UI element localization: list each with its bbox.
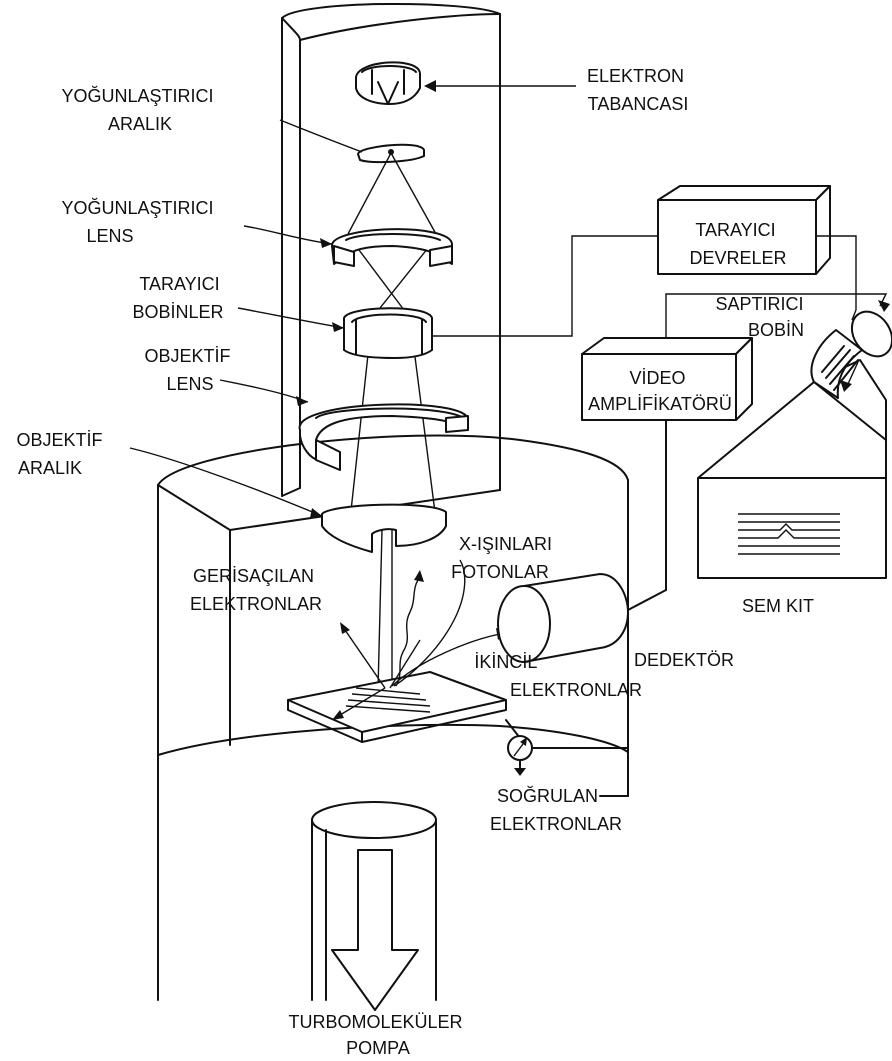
scan-coils xyxy=(344,308,432,358)
electron-gun xyxy=(356,62,420,104)
electron-gun-label: ELEKTRON TABANCASI xyxy=(587,66,689,114)
condenser-lens-label: YOĞUNLAŞTIRICI LENS xyxy=(61,197,218,246)
scan-coils-label: TARAYICI BOBİNLER xyxy=(132,274,224,322)
absorbed-electrons-label: SOĞRULAN ELEKTRONLAR xyxy=(490,785,622,834)
absorbed-current-meter xyxy=(506,720,628,796)
detector-label: DEDEKTÖR xyxy=(634,650,734,670)
sem-kit-label: SEM KIT xyxy=(742,596,814,616)
objective-aperture xyxy=(322,505,446,552)
xray-photons-label: X-IŞINLARI FOTONLAR xyxy=(451,534,557,582)
backscattered-label: GERİSAÇILAN ELEKTRONLAR xyxy=(190,566,322,614)
deflection-coil-label: SAPTIRICI BOBİN xyxy=(715,294,808,340)
condenser-lens xyxy=(332,229,452,266)
turbomolecular-pump xyxy=(312,802,436,1010)
objective-lens-label: OBJEKTİF LENS xyxy=(144,346,235,394)
secondary-electrons-label: İKİNCİL ELEKTRONLAR xyxy=(474,652,642,700)
condenser-aperture-label: YOĞUNLAŞTIRICI ARALIK xyxy=(61,85,218,134)
pump-label: TURBOMOLEKÜLER POMPA xyxy=(288,1012,467,1058)
objective-aperture-label: OBJEKTİF ARALIK xyxy=(16,430,107,478)
